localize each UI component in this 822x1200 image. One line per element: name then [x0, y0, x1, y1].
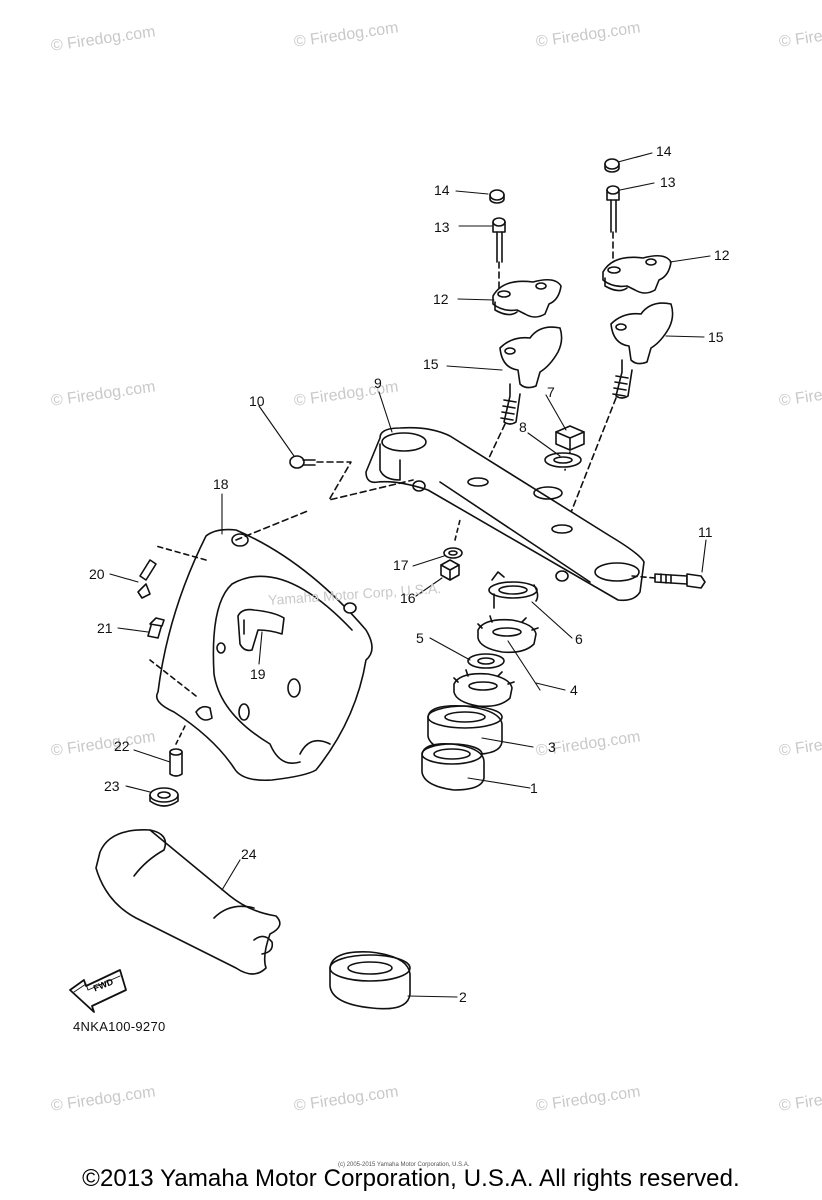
callout-1: 1 [530, 780, 538, 796]
bolt-13-right [606, 185, 620, 259]
callout-10: 10 [249, 393, 265, 409]
seal-2 [329, 951, 411, 1010]
part-code: 4NKA100-9270 [73, 1019, 166, 1034]
callout-14-left: 14 [434, 182, 450, 198]
washer-17 [443, 519, 463, 559]
ring-nut-4-lower [453, 669, 515, 708]
upper-holder-12-left [492, 278, 562, 318]
bolt-20 [137, 559, 157, 599]
callout-18: 18 [213, 476, 229, 492]
washer-5 [467, 653, 505, 669]
callout-15-right: 15 [708, 329, 724, 345]
fine-print: (c) 2005-2015 Yamaha Motor Corporation, … [338, 1162, 470, 1168]
grommet-23 [149, 787, 179, 807]
callout-24: 24 [241, 846, 257, 862]
callout-20: 20 [89, 566, 105, 582]
callout-14-right: 14 [656, 143, 672, 159]
lock-washer-6 [488, 571, 539, 609]
ring-nut-4-upper [477, 615, 539, 654]
callout-13-left: 13 [434, 219, 450, 235]
callout-12-right: 12 [714, 247, 730, 263]
callout-13-right: 13 [660, 174, 676, 190]
bolt-10 [289, 455, 414, 501]
bolt-13-left [492, 217, 506, 291]
leader-lines [109, 152, 711, 998]
cover-24 [95, 829, 281, 975]
fwd-arrow-icon [69, 969, 127, 1013]
upper-holder-12-right [602, 254, 672, 294]
callout-23: 23 [104, 778, 120, 794]
callout-6: 6 [575, 631, 583, 647]
callout-5: 5 [416, 630, 424, 646]
bearing-race-1 [421, 742, 485, 791]
bolt-21 [147, 617, 165, 639]
washer-8 [544, 452, 582, 468]
callout-15-left: 15 [423, 356, 439, 372]
callout-21: 21 [97, 620, 113, 636]
callout-7: 7 [547, 384, 555, 400]
nut-16 [440, 559, 460, 581]
callout-17: 17 [393, 557, 409, 573]
callout-2: 2 [459, 989, 467, 1005]
copyright-notice: ©2013 Yamaha Motor Corporation, U.S.A. A… [82, 1165, 740, 1192]
callout-19: 19 [250, 666, 266, 682]
front-cover-18 [149, 509, 373, 782]
lower-holder-15-left [487, 326, 563, 461]
upper-bracket-9 [365, 426, 645, 602]
callout-12-left: 12 [433, 291, 449, 307]
callout-3: 3 [548, 739, 556, 755]
callout-9: 9 [374, 375, 382, 391]
callout-11: 11 [698, 524, 713, 540]
lower-holder-15-right [567, 302, 674, 521]
bracket-19 [237, 608, 285, 652]
callout-16: 16 [400, 590, 416, 606]
bolt-11 [631, 573, 706, 589]
cap-14-left [489, 189, 505, 204]
cap-14-right [604, 158, 620, 173]
collar-22 [169, 723, 187, 777]
callout-4: 4 [570, 682, 578, 698]
callout-22: 22 [114, 738, 130, 754]
callout-8: 8 [519, 419, 527, 435]
